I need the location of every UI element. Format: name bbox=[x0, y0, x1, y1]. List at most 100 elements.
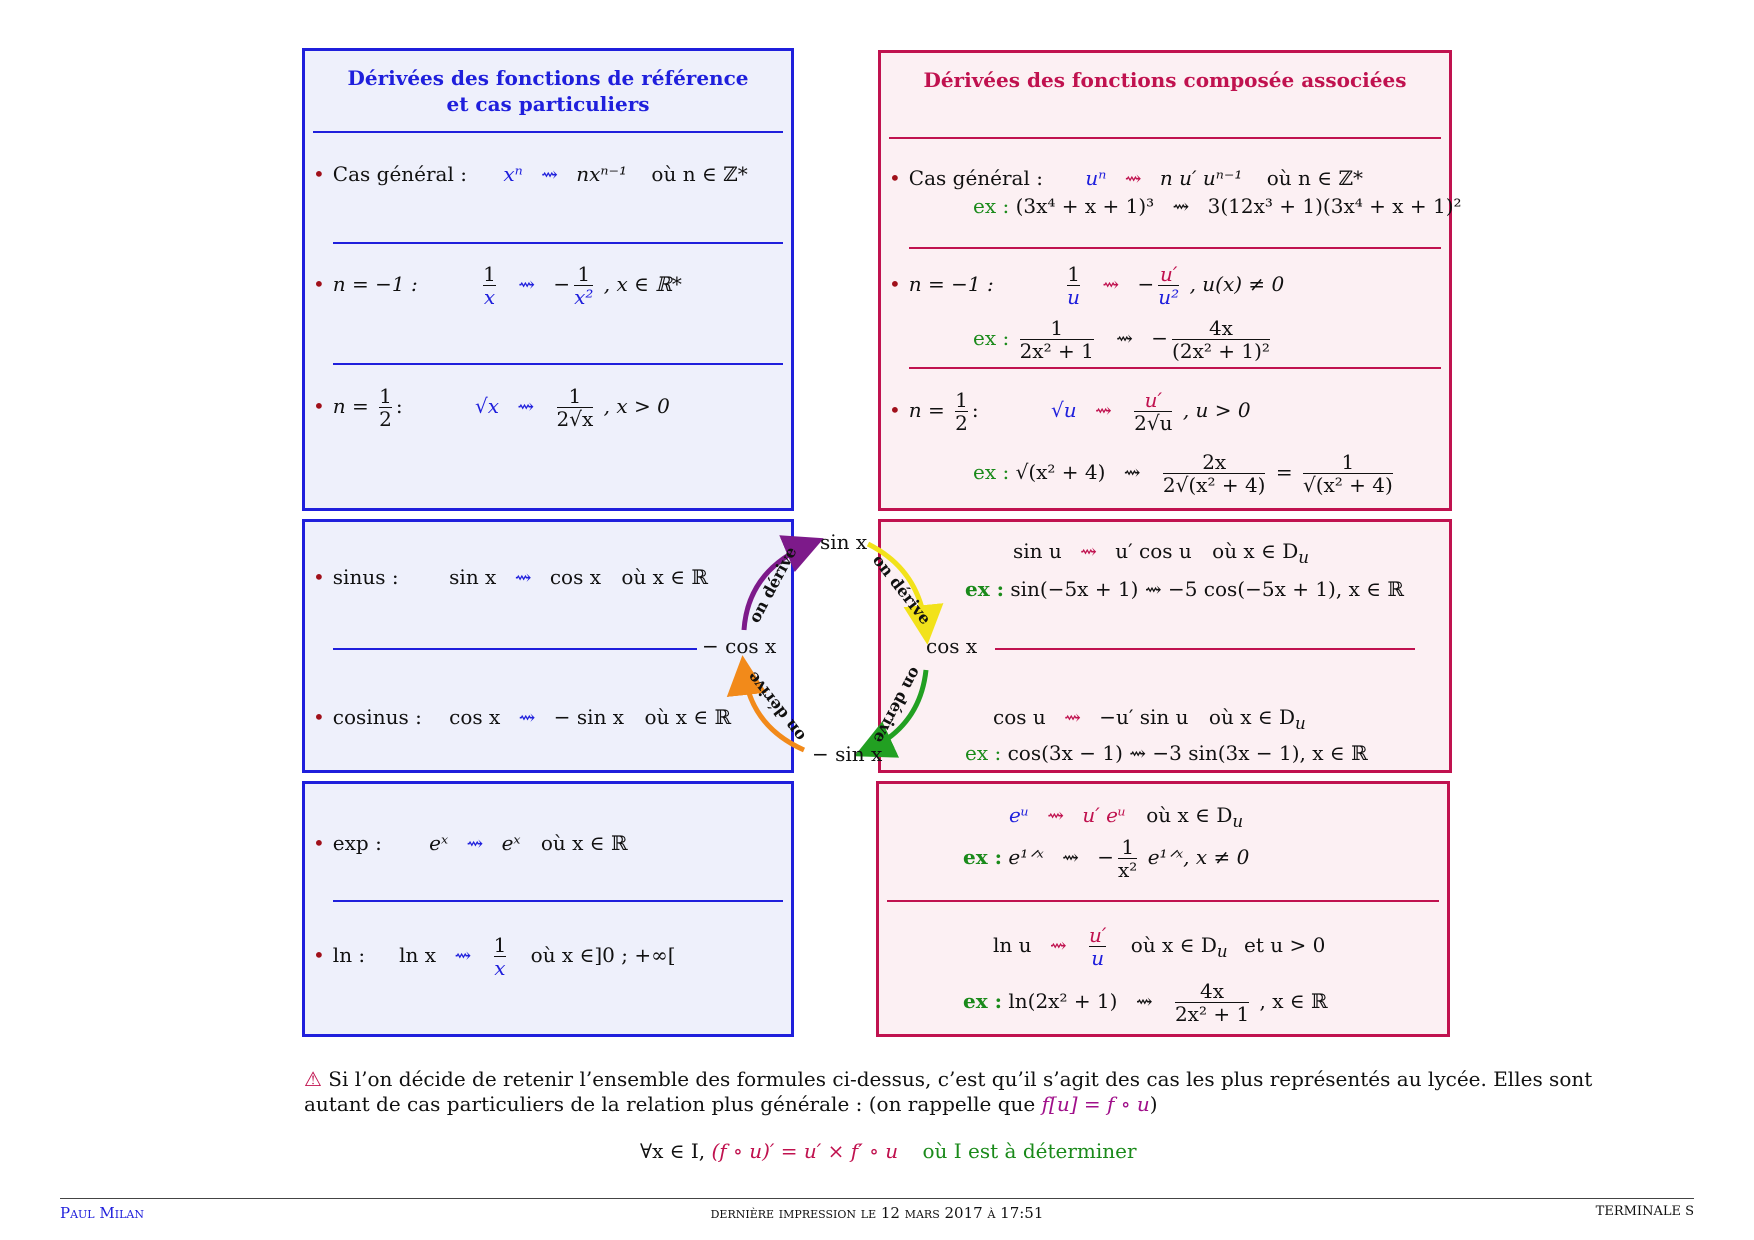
den: x² bbox=[574, 285, 594, 309]
derive-arrow-icon: ⇝ bbox=[1064, 705, 1081, 729]
trig-composite-box: sin u ⇝ u′ cos u où x ∈ Du ex : sin(−5x … bbox=[878, 519, 1452, 773]
bullet: • bbox=[313, 394, 325, 418]
derivative: cos x bbox=[549, 565, 601, 589]
num: 1 bbox=[1067, 262, 1080, 286]
derivative: u′ cos u bbox=[1115, 539, 1192, 563]
condition: où x ∈ D bbox=[1212, 539, 1299, 563]
label: cosinus : bbox=[332, 705, 422, 729]
derivative: −u′ sin u bbox=[1099, 705, 1189, 729]
general-case-row: •Cas général : uⁿ ⇝ n u′ uⁿ⁻¹ où n ∈ ℤ* bbox=[889, 165, 1363, 191]
footer-class: terminale s bbox=[1595, 1204, 1694, 1219]
divider bbox=[333, 242, 783, 244]
derive-arrow-icon: ⇝ bbox=[1123, 460, 1141, 484]
example-label: ex : bbox=[963, 845, 1002, 869]
example-tail: e¹ᐟˣ, x ≠ 0 bbox=[1147, 845, 1250, 869]
footer-rule bbox=[60, 1198, 1694, 1199]
example-label: ex : bbox=[965, 577, 1004, 601]
cosinus-composite-row: cos u ⇝ −u′ sin u où x ∈ Du bbox=[993, 705, 1306, 733]
bullet: • bbox=[313, 565, 325, 589]
bullet: • bbox=[313, 705, 325, 729]
example-function: (3x⁴ + x + 1)³ bbox=[1015, 194, 1155, 218]
arrow-label-top-right: on dérive bbox=[869, 551, 935, 628]
num: 1 bbox=[568, 384, 582, 408]
derive-arrow-icon: ⇝ bbox=[518, 272, 536, 296]
label: Cas général : bbox=[332, 162, 467, 186]
derive-arrow-icon: ⇝ bbox=[1135, 989, 1153, 1013]
note-line-1: ⚠ Si l’on décide de retenir l’ensemble d… bbox=[304, 1066, 1592, 1092]
function: uⁿ bbox=[1085, 166, 1107, 190]
composite-box-title: Dérivées des fonctions composée associée… bbox=[923, 68, 1407, 92]
den: 2 bbox=[379, 407, 392, 431]
example-function: √(x² + 4) bbox=[1015, 460, 1106, 484]
derive-arrow-icon: ⇝ bbox=[1049, 933, 1067, 957]
bullet: • bbox=[313, 943, 325, 967]
derive-arrow-icon: ⇝ bbox=[1124, 166, 1142, 190]
num: 1 bbox=[1341, 450, 1355, 474]
note-text-1: Si l’on décide de retenir l’ensemble des… bbox=[328, 1067, 1593, 1091]
derivative: − sin x bbox=[553, 705, 625, 729]
exp-row: •exp : eˣ ⇝ eˣ où x ∈ ℝ bbox=[313, 830, 628, 856]
num: 1 bbox=[483, 262, 496, 286]
derivation-cycle-diagram: on dérive on dérive on dérive on dérive bbox=[726, 535, 944, 758]
trig-reference-box: •sinus : sin x ⇝ cos x où x ∈ ℝ •cosinus… bbox=[302, 519, 794, 773]
derivative: n u′ uⁿ⁻¹ bbox=[1159, 166, 1243, 190]
cycle-node-cos: cos x bbox=[926, 634, 978, 658]
cosinus-row: •cosinus : cos x ⇝ − sin x où x ∈ ℝ bbox=[313, 704, 731, 730]
function: √x bbox=[475, 394, 500, 418]
den: x² bbox=[1118, 858, 1138, 882]
den: 2 bbox=[955, 411, 968, 435]
function: sin x bbox=[449, 565, 497, 589]
bullet: • bbox=[313, 162, 325, 186]
label: sinus : bbox=[332, 565, 399, 589]
num: 2x bbox=[1202, 450, 1227, 474]
label: Cas général : bbox=[908, 166, 1043, 190]
cycle-node-minus-sin: − sin x bbox=[812, 742, 883, 766]
condition: où n ∈ ℤ* bbox=[1266, 166, 1364, 190]
num: 1 bbox=[1050, 316, 1064, 340]
divider bbox=[333, 648, 697, 650]
condition: , u > 0 bbox=[1182, 398, 1251, 422]
bullet: • bbox=[889, 398, 901, 422]
derive-arrow-icon: ⇝ bbox=[454, 943, 472, 967]
label: n = −1 : bbox=[908, 272, 994, 296]
bullet: • bbox=[313, 831, 325, 855]
derive-arrow-icon: ⇝ bbox=[1047, 803, 1064, 827]
fraction: 4x(2x² + 1)² bbox=[1172, 317, 1270, 362]
arrow-purple bbox=[741, 535, 824, 631]
label: ln : bbox=[332, 943, 366, 967]
num: 1 bbox=[493, 933, 507, 957]
example-function: ln(2x² + 1) bbox=[1008, 989, 1118, 1013]
fraction: u′2√u bbox=[1134, 389, 1173, 434]
condition: où x ∈ D bbox=[1130, 933, 1217, 957]
composite-derivatives-box: Dérivées des fonctions composée associée… bbox=[878, 50, 1462, 511]
title-line-2: et cas particuliers bbox=[446, 92, 650, 116]
fraction: u′u bbox=[1089, 924, 1107, 969]
example-label: ex : bbox=[965, 741, 1002, 765]
label: n = bbox=[332, 394, 369, 418]
derivative: u′ eᵘ bbox=[1082, 803, 1126, 827]
general-case-example: ex : (3x⁴ + x + 1)³ ⇝ 3(12x³ + 1)(3x⁴ + … bbox=[973, 193, 1462, 219]
note-text-2-end: ) bbox=[1149, 1092, 1158, 1116]
rappel-formula: f[u] = f ∘ u bbox=[1041, 1092, 1150, 1116]
divider bbox=[887, 900, 1439, 902]
divider bbox=[313, 131, 783, 133]
function: eᵘ bbox=[1009, 803, 1029, 827]
den: 2√x bbox=[556, 407, 594, 431]
cosinus-example: ex : cos(3x − 1) ⇝ −3 sin(3x − 1), x ∈ ℝ bbox=[965, 740, 1368, 766]
example-label: ex : bbox=[963, 989, 1002, 1013]
formula-note: où I est à déterminer bbox=[922, 1139, 1137, 1163]
condition: , u(x) ≠ 0 bbox=[1189, 272, 1285, 296]
function: xⁿ bbox=[503, 162, 523, 186]
derive-arrow-icon: ⇝ bbox=[1094, 398, 1112, 422]
derive-arrow-icon: ⇝ bbox=[541, 162, 558, 186]
example-label: ex : bbox=[973, 194, 1010, 218]
arrow-green bbox=[854, 669, 929, 758]
